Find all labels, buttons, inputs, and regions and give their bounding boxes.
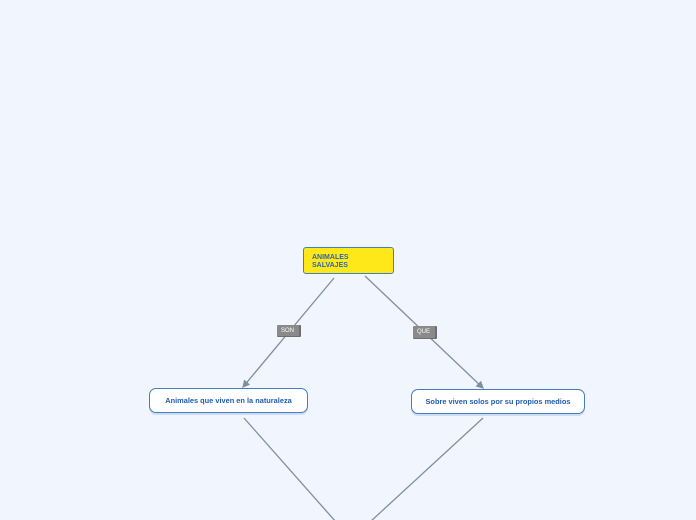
root-node-line-1: ANIMALES bbox=[312, 254, 349, 261]
connector-label-que[interactable]: QUE bbox=[413, 326, 437, 339]
child-node-propios-medios-label: Sobre viven solos por su propios medios bbox=[425, 397, 571, 406]
child-node-naturaleza[interactable]: Animales que viven en la naturaleza bbox=[149, 388, 308, 413]
root-node-animales-salvajes[interactable]: ANIMALES SALVAJES bbox=[303, 247, 394, 274]
connector-line-left-down bbox=[243, 417, 336, 520]
connector-label-son[interactable]: SON bbox=[277, 325, 301, 337]
child-node-naturaleza-label: Animales que viven en la naturaleza bbox=[165, 396, 292, 405]
root-node-line-2: SALVAJES bbox=[312, 262, 348, 269]
connector-line-right-down bbox=[371, 417, 484, 520]
child-node-propios-medios[interactable]: Sobre viven solos por su propios medios bbox=[411, 389, 585, 414]
